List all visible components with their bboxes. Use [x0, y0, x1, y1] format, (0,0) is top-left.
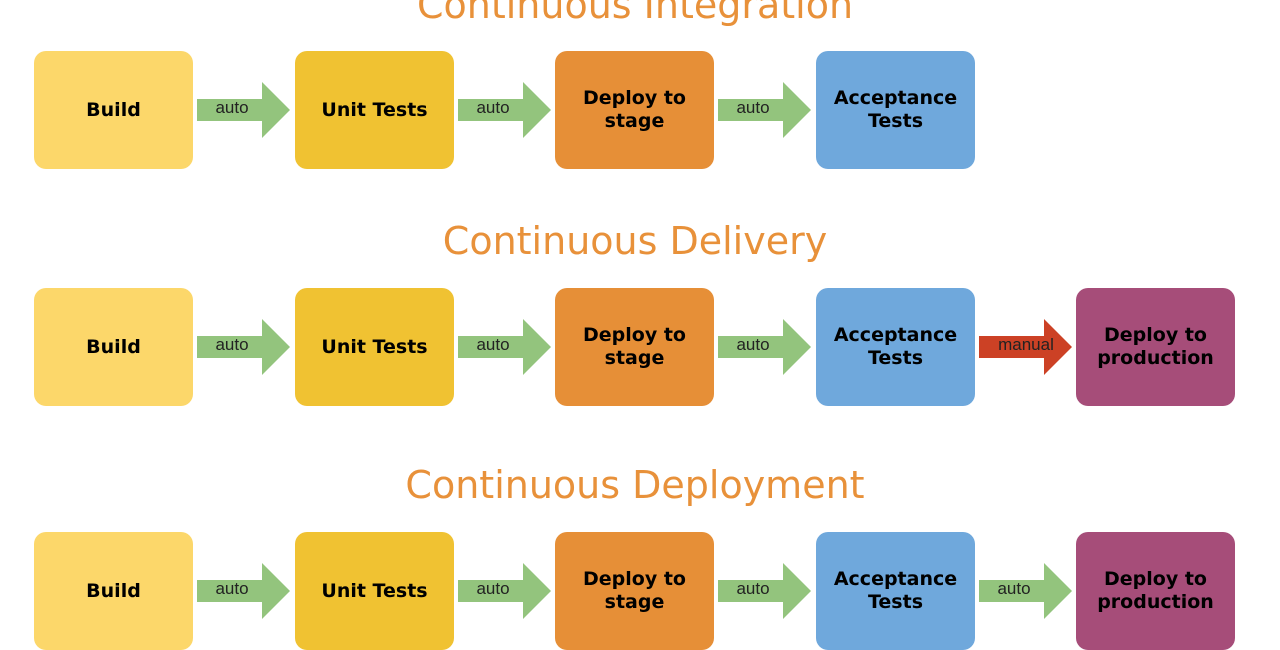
stage-label: Unit Tests: [321, 579, 428, 602]
stage-label: Acceptance Tests: [833, 568, 958, 613]
arrow-icon: [718, 563, 811, 619]
arrow-label: auto: [476, 98, 510, 117]
stage-label: Unit Tests: [321, 98, 428, 121]
stage-box: Unit Tests: [295, 532, 454, 650]
auto-arrow: auto: [197, 319, 291, 375]
stage-box: Build: [34, 532, 193, 650]
arrow-label: auto: [736, 98, 770, 117]
stage-label: Unit Tests: [321, 335, 428, 358]
arrow-label: auto: [476, 579, 510, 598]
stage-box: Acceptance Tests: [816, 288, 975, 406]
section-title: Continuous Integration: [416, 0, 854, 27]
arrow-label: manual: [998, 335, 1054, 354]
section-title: Continuous Deployment: [405, 463, 865, 507]
stage-label: Build: [86, 579, 141, 602]
arrow-label: auto: [736, 335, 770, 354]
stage-label: Deploy to production: [1097, 324, 1214, 369]
auto-arrow: auto: [458, 82, 552, 138]
arrow-label: auto: [215, 579, 249, 598]
stage-label: Deploy to stage: [583, 324, 686, 369]
stage-box: Acceptance Tests: [816, 532, 975, 650]
stage-label: Deploy to production: [1097, 568, 1214, 613]
stage-box: Build: [34, 51, 193, 169]
stage-box: Deploy to production: [1076, 532, 1235, 650]
arrow-icon: [718, 319, 811, 375]
arrow-label: auto: [215, 98, 249, 117]
auto-arrow: auto: [458, 563, 552, 619]
stage-box: Unit Tests: [295, 288, 454, 406]
auto-arrow: auto: [718, 563, 812, 619]
arrow-icon: [197, 319, 290, 375]
stage-box: Deploy to production: [1076, 288, 1235, 406]
auto-arrow: auto: [197, 82, 291, 138]
arrow-icon: [197, 563, 290, 619]
auto-arrow: auto: [718, 319, 812, 375]
arrow-label: auto: [736, 579, 770, 598]
arrow-label: auto: [476, 335, 510, 354]
auto-arrow: auto: [718, 82, 812, 138]
stage-label: Acceptance Tests: [833, 87, 958, 132]
arrow-icon: [458, 82, 551, 138]
arrow-label: auto: [997, 579, 1031, 598]
stage-label: Build: [86, 335, 141, 358]
auto-arrow: auto: [979, 563, 1073, 619]
stage-box: Deploy to stage: [555, 532, 714, 650]
stage-box: Deploy to stage: [555, 288, 714, 406]
arrow-icon: [197, 82, 290, 138]
stage-box: Unit Tests: [295, 51, 454, 169]
stage-label: Deploy to stage: [583, 87, 686, 132]
stage-label: Build: [86, 98, 141, 121]
section-title: Continuous Delivery: [442, 219, 828, 263]
stage-box: Acceptance Tests: [816, 51, 975, 169]
stage-box: Deploy to stage: [555, 51, 714, 169]
stage-label: Acceptance Tests: [833, 324, 958, 369]
auto-arrow: auto: [197, 563, 291, 619]
arrow-label: auto: [215, 335, 249, 354]
arrow-icon: [979, 563, 1072, 619]
arrow-icon: [718, 82, 811, 138]
arrow-icon: [979, 319, 1072, 375]
manual-arrow: manual: [979, 319, 1073, 375]
stage-label: Deploy to stage: [583, 568, 686, 613]
auto-arrow: auto: [458, 319, 552, 375]
stage-box: Build: [34, 288, 193, 406]
arrow-icon: [458, 319, 551, 375]
arrow-icon: [458, 563, 551, 619]
